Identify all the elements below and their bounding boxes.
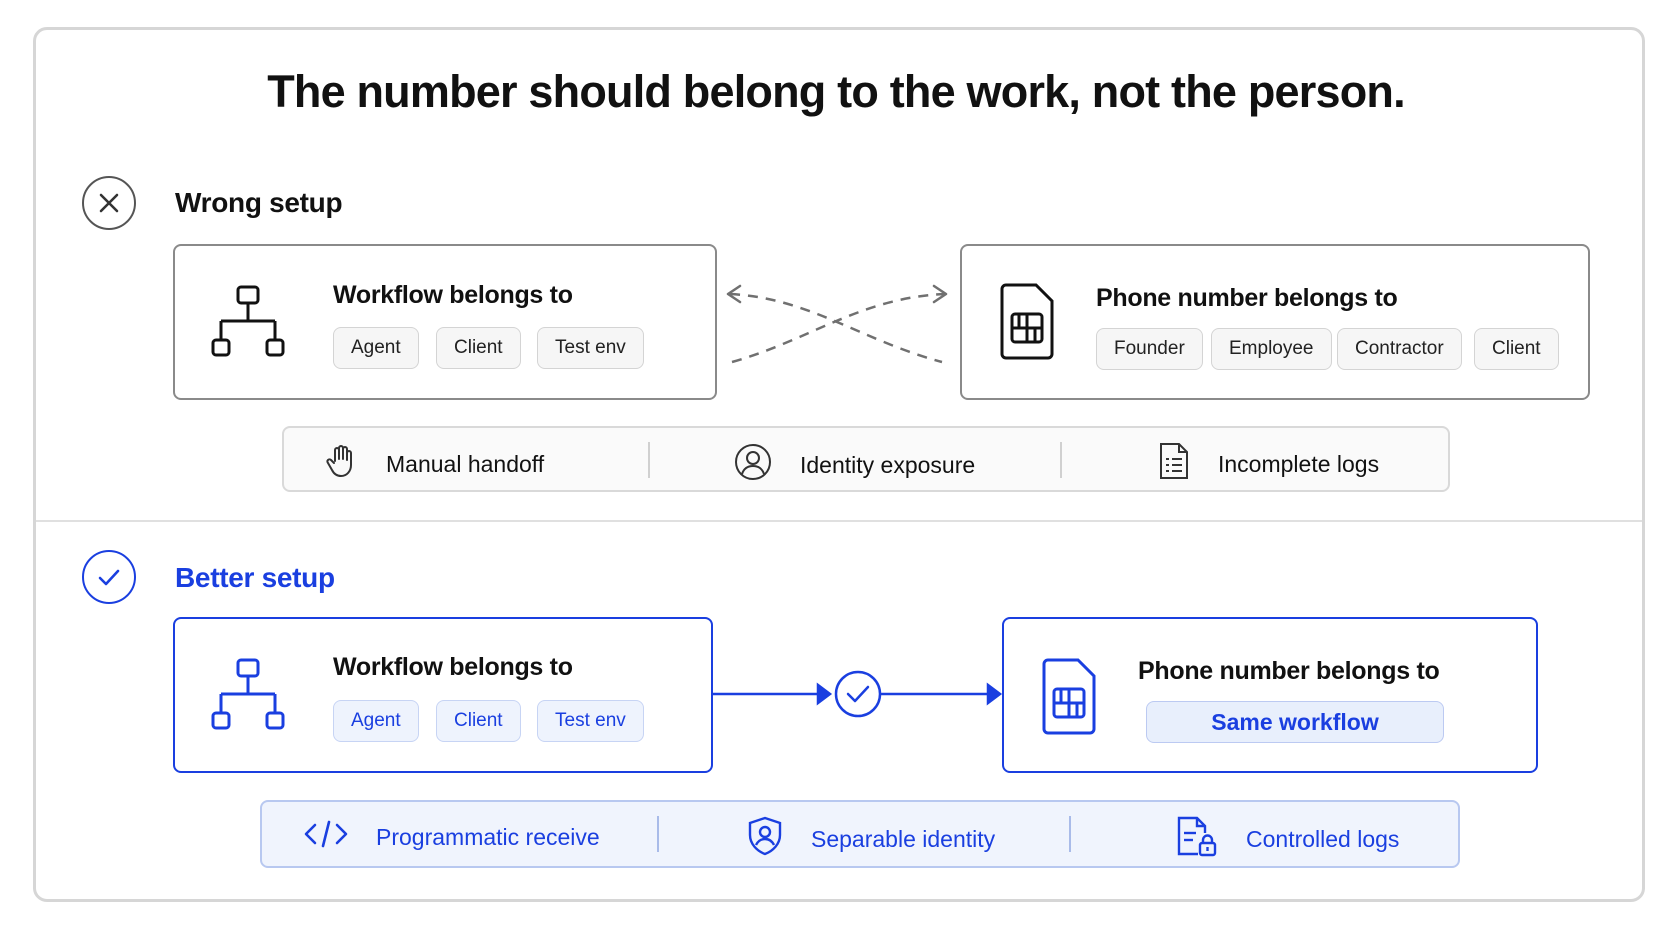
issue-label: Incomplete logs [1218,450,1380,477]
section-divider [36,520,1642,522]
better-phone-box: Phone number belongs to Same workflow [1002,617,1538,773]
chip-test-env: Test env [537,327,644,369]
benefit-label: Controlled logs [1246,825,1400,852]
wrong-phone-box: Phone number belongs to Founder Employee… [960,244,1590,400]
document-list-icon [1158,442,1190,486]
strip-separator [1069,816,1071,852]
benefit-controlled-logs: Controlled logs [1176,815,1399,863]
better-workflow-box: Workflow belongs to Agent Client Test en… [173,617,713,773]
benefit-programmatic-receive: Programmatic receive [304,819,600,855]
wrong-setup-label: Wrong setup [175,187,343,218]
strip-separator [1060,442,1062,478]
strip-separator [648,442,650,478]
chip-client: Client [436,700,521,742]
chip-client: Client [1474,328,1559,370]
issue-incomplete-logs: Incomplete logs [1158,442,1379,486]
workflow-hierarchy-icon [211,657,287,740]
sim-card-icon [1042,657,1098,740]
chip-founder: Founder [1096,328,1203,370]
strip-separator [657,816,659,852]
chip-same-workflow: Same workflow [1146,701,1444,743]
shield-user-icon [747,816,783,862]
diagram-frame [33,27,1645,902]
benefits-strip: Programmatic receive Separable identity [260,800,1460,868]
arrow-with-check [712,666,1004,727]
issue-label: Manual handoff [386,450,545,477]
document-lock-icon [1176,815,1218,863]
better-workflow-title: Workflow belongs to [333,653,573,681]
chip-contractor: Contractor [1337,328,1462,370]
chip-agent: Agent [333,700,419,742]
wrong-workflow-box: Workflow belongs to Agent Client Test en… [173,244,717,400]
chip-employee: Employee [1211,328,1332,370]
workflow-hierarchy-icon [211,284,287,367]
issues-strip: Manual handoff Identity exposure Incompl… [282,426,1450,492]
issue-manual-handoff: Manual handoff [326,444,544,484]
benefit-label: Programmatic receive [376,823,600,850]
check-circle-icon [82,550,136,604]
better-setup-label: Better setup [175,562,335,593]
diagram-title: The number should belong to the work, no… [267,66,1405,117]
chip-client: Client [436,327,521,369]
chip-test-env: Test env [537,700,644,742]
code-icon [304,819,348,855]
benefit-label: Separable identity [811,825,996,852]
issue-label: Identity exposure [800,451,976,478]
wrong-phone-title: Phone number belongs to [1096,284,1398,312]
hand-icon [326,444,358,484]
better-phone-title: Phone number belongs to [1138,657,1440,685]
user-circle-icon [734,443,772,487]
wrong-workflow-title: Workflow belongs to [333,281,573,309]
issue-identity-exposure: Identity exposure [734,443,975,487]
x-circle-icon [82,176,136,230]
benefit-separable-identity: Separable identity [747,816,995,862]
sim-card-icon [1000,282,1056,365]
crossed-dashed-arrows [720,280,960,375]
chip-agent: Agent [333,327,419,369]
